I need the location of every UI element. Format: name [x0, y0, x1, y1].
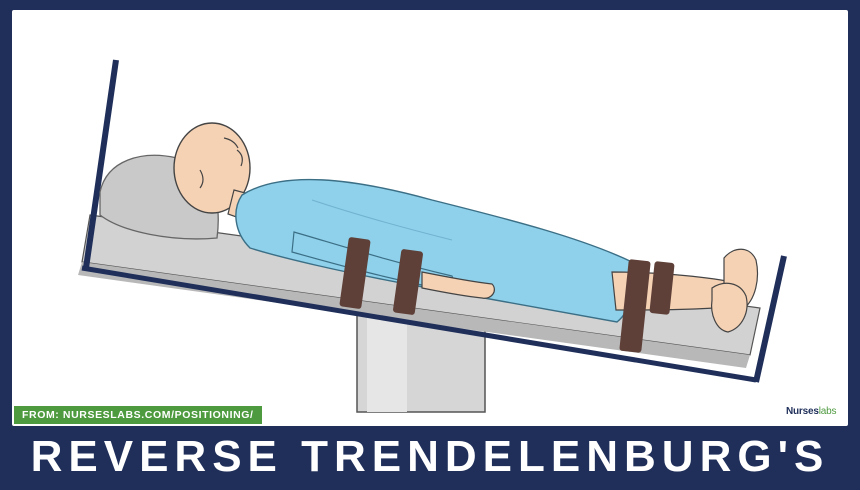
brand-name-part1: Nurses: [786, 406, 819, 417]
source-label: FROM: NURSESLABS.COM/POSITIONING/: [14, 406, 262, 424]
brand-name-part2: labs: [819, 406, 837, 417]
page-title: REVERSE TRENDELENBURG'S: [0, 428, 860, 486]
brand-logo: Nurseslabs: [786, 406, 836, 417]
illustration: [12, 10, 848, 426]
